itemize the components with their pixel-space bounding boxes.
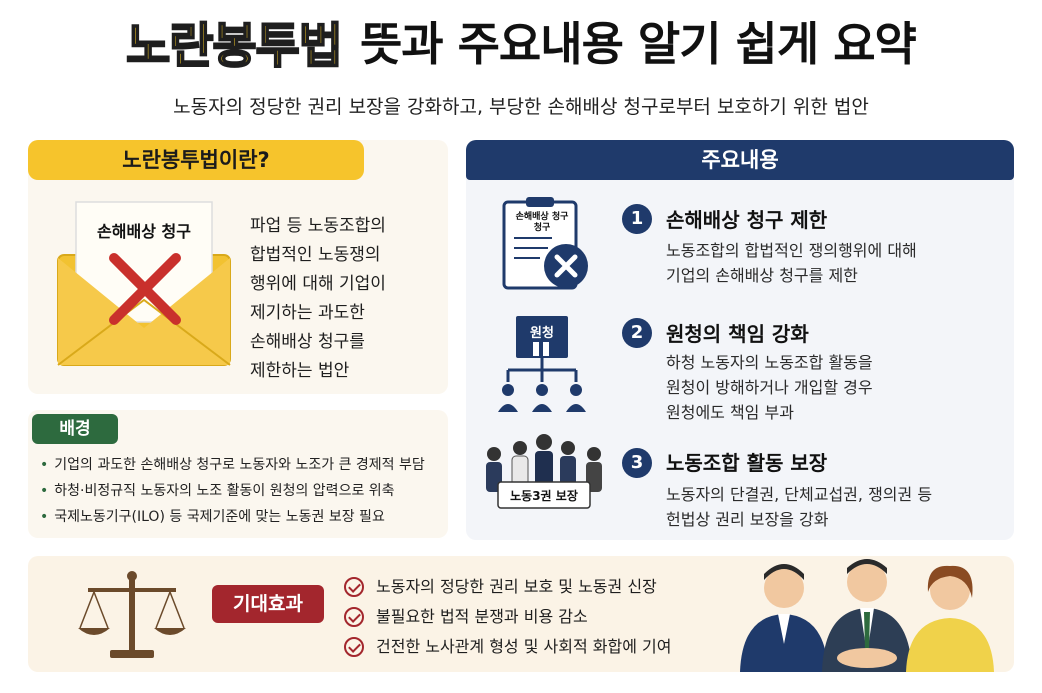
desc-line: 원청에도 책임 부과 [666,403,794,422]
definition-line: 행위에 대해 기업이 [250,274,386,294]
effects-heading: 기대효과 [212,585,324,623]
main-heading: 주요내용 [466,140,1014,180]
effect-text: 노동자의 정당한 권리 보호 및 노동권 신장 [376,577,657,596]
item-number: 2 [622,318,652,348]
definition-line: 합법적인 노동쟁의 [250,245,381,265]
definition-text: 파업 등 노동조합의 합법적인 노동쟁의 행위에 대해 기업이 제기하는 과도한… [250,212,440,386]
effect-text: 불필요한 법적 분쟁과 비용 감소 [376,607,588,626]
scales-icon [74,568,190,664]
desc-line: 기업의 손해배상 청구를 제한 [666,266,858,285]
list-item: 노동자의 정당한 권리 보호 및 노동권 신장 [344,572,671,602]
definition-line: 손해배상 청구를 [250,332,365,352]
definition-line: 파업 등 노동조합의 [250,216,386,236]
list-item: 건전한 노사관계 형성 및 사회적 화합에 기여 [344,632,671,662]
effects-list: 노동자의 정당한 권리 보호 및 노동권 신장 불필요한 법적 분쟁과 비용 감… [344,572,671,662]
effect-text: 건전한 노사관계 형성 및 사회적 화합에 기여 [376,637,672,656]
check-circle-icon [344,577,364,597]
subtitle: 노동자의 정당한 권리 보장을 강화하고, 부당한 손해배상 청구로부터 보호하… [173,96,869,118]
title-highlight: 노란봉투법 [125,17,344,75]
title-rest: 뜻과 주요내용 알기 쉽게 요약 [359,17,917,71]
desc-line: 노동조합의 합법적인 쟁의행위에 대해 [666,241,917,260]
list-item: 기업의 과도한 손해배상 청구로 노동자와 노조가 큰 경제적 부담 [40,452,450,478]
background-list: 기업의 과도한 손해배상 청구로 노동자와 노조가 큰 경제적 부담 하청·비정… [40,452,450,530]
item-title: 원청의 책임 강화 [666,322,809,346]
desc-line: 하청 노동자의 노동조합 활동을 [666,353,873,372]
page-title: 노란봉투법 뜻과 주요내용 알기 쉽게 요약 [0,6,1042,76]
building-label: 원청 [530,326,554,341]
item-title: 노동조합 활동 보장 [666,451,828,475]
check-circle-icon [344,607,364,627]
background-heading: 배경 [32,414,118,444]
item-number: 3 [622,448,652,478]
check-circle-icon [344,637,364,657]
definition-line: 제기하는 과도한 [250,303,365,323]
desc-line: 원청이 방해하거나 개입할 경우 [666,378,873,397]
desc-line: 헌법상 권리 보장을 강화 [666,510,829,529]
envelope-label: 손해배상 청구 [97,222,191,241]
workers-sign-icon: 노동3권 보장 [480,432,608,518]
item-desc: 노동조합의 합법적인 쟁의행위에 대해 기업의 손해배상 청구를 제한 [666,238,917,288]
item-title: 손해배상 청구 제한 [666,208,828,232]
list-item: 하청·비정규직 노동자의 노조 활동이 원청의 압력으로 위축 [40,478,450,504]
building-org-icon: 원청 [496,312,586,414]
handshake-people-icon [732,558,1002,672]
definition-line: 제한하는 법안 [250,361,350,381]
item-number: 1 [622,204,652,234]
envelope-icon: 손해배상 청구 [56,200,232,370]
list-item: 불필요한 법적 분쟁과 비용 감소 [344,602,671,632]
workers-sign-label: 노동3권 보장 [510,489,578,503]
item-desc: 노동자의 단결권, 단체교섭권, 쟁의권 등 헌법상 권리 보장을 강화 [666,482,932,532]
definition-heading: 노란봉투법이란? [28,140,364,180]
list-item: 국제노동기구(ILO) 등 국제기준에 맞는 노동권 보장 필요 [40,504,450,530]
item-desc: 하청 노동자의 노동조합 활동을 원청이 방해하거나 개입할 경우 원청에도 책… [666,350,873,425]
desc-line: 노동자의 단결권, 단체교섭권, 쟁의권 등 [666,485,933,504]
